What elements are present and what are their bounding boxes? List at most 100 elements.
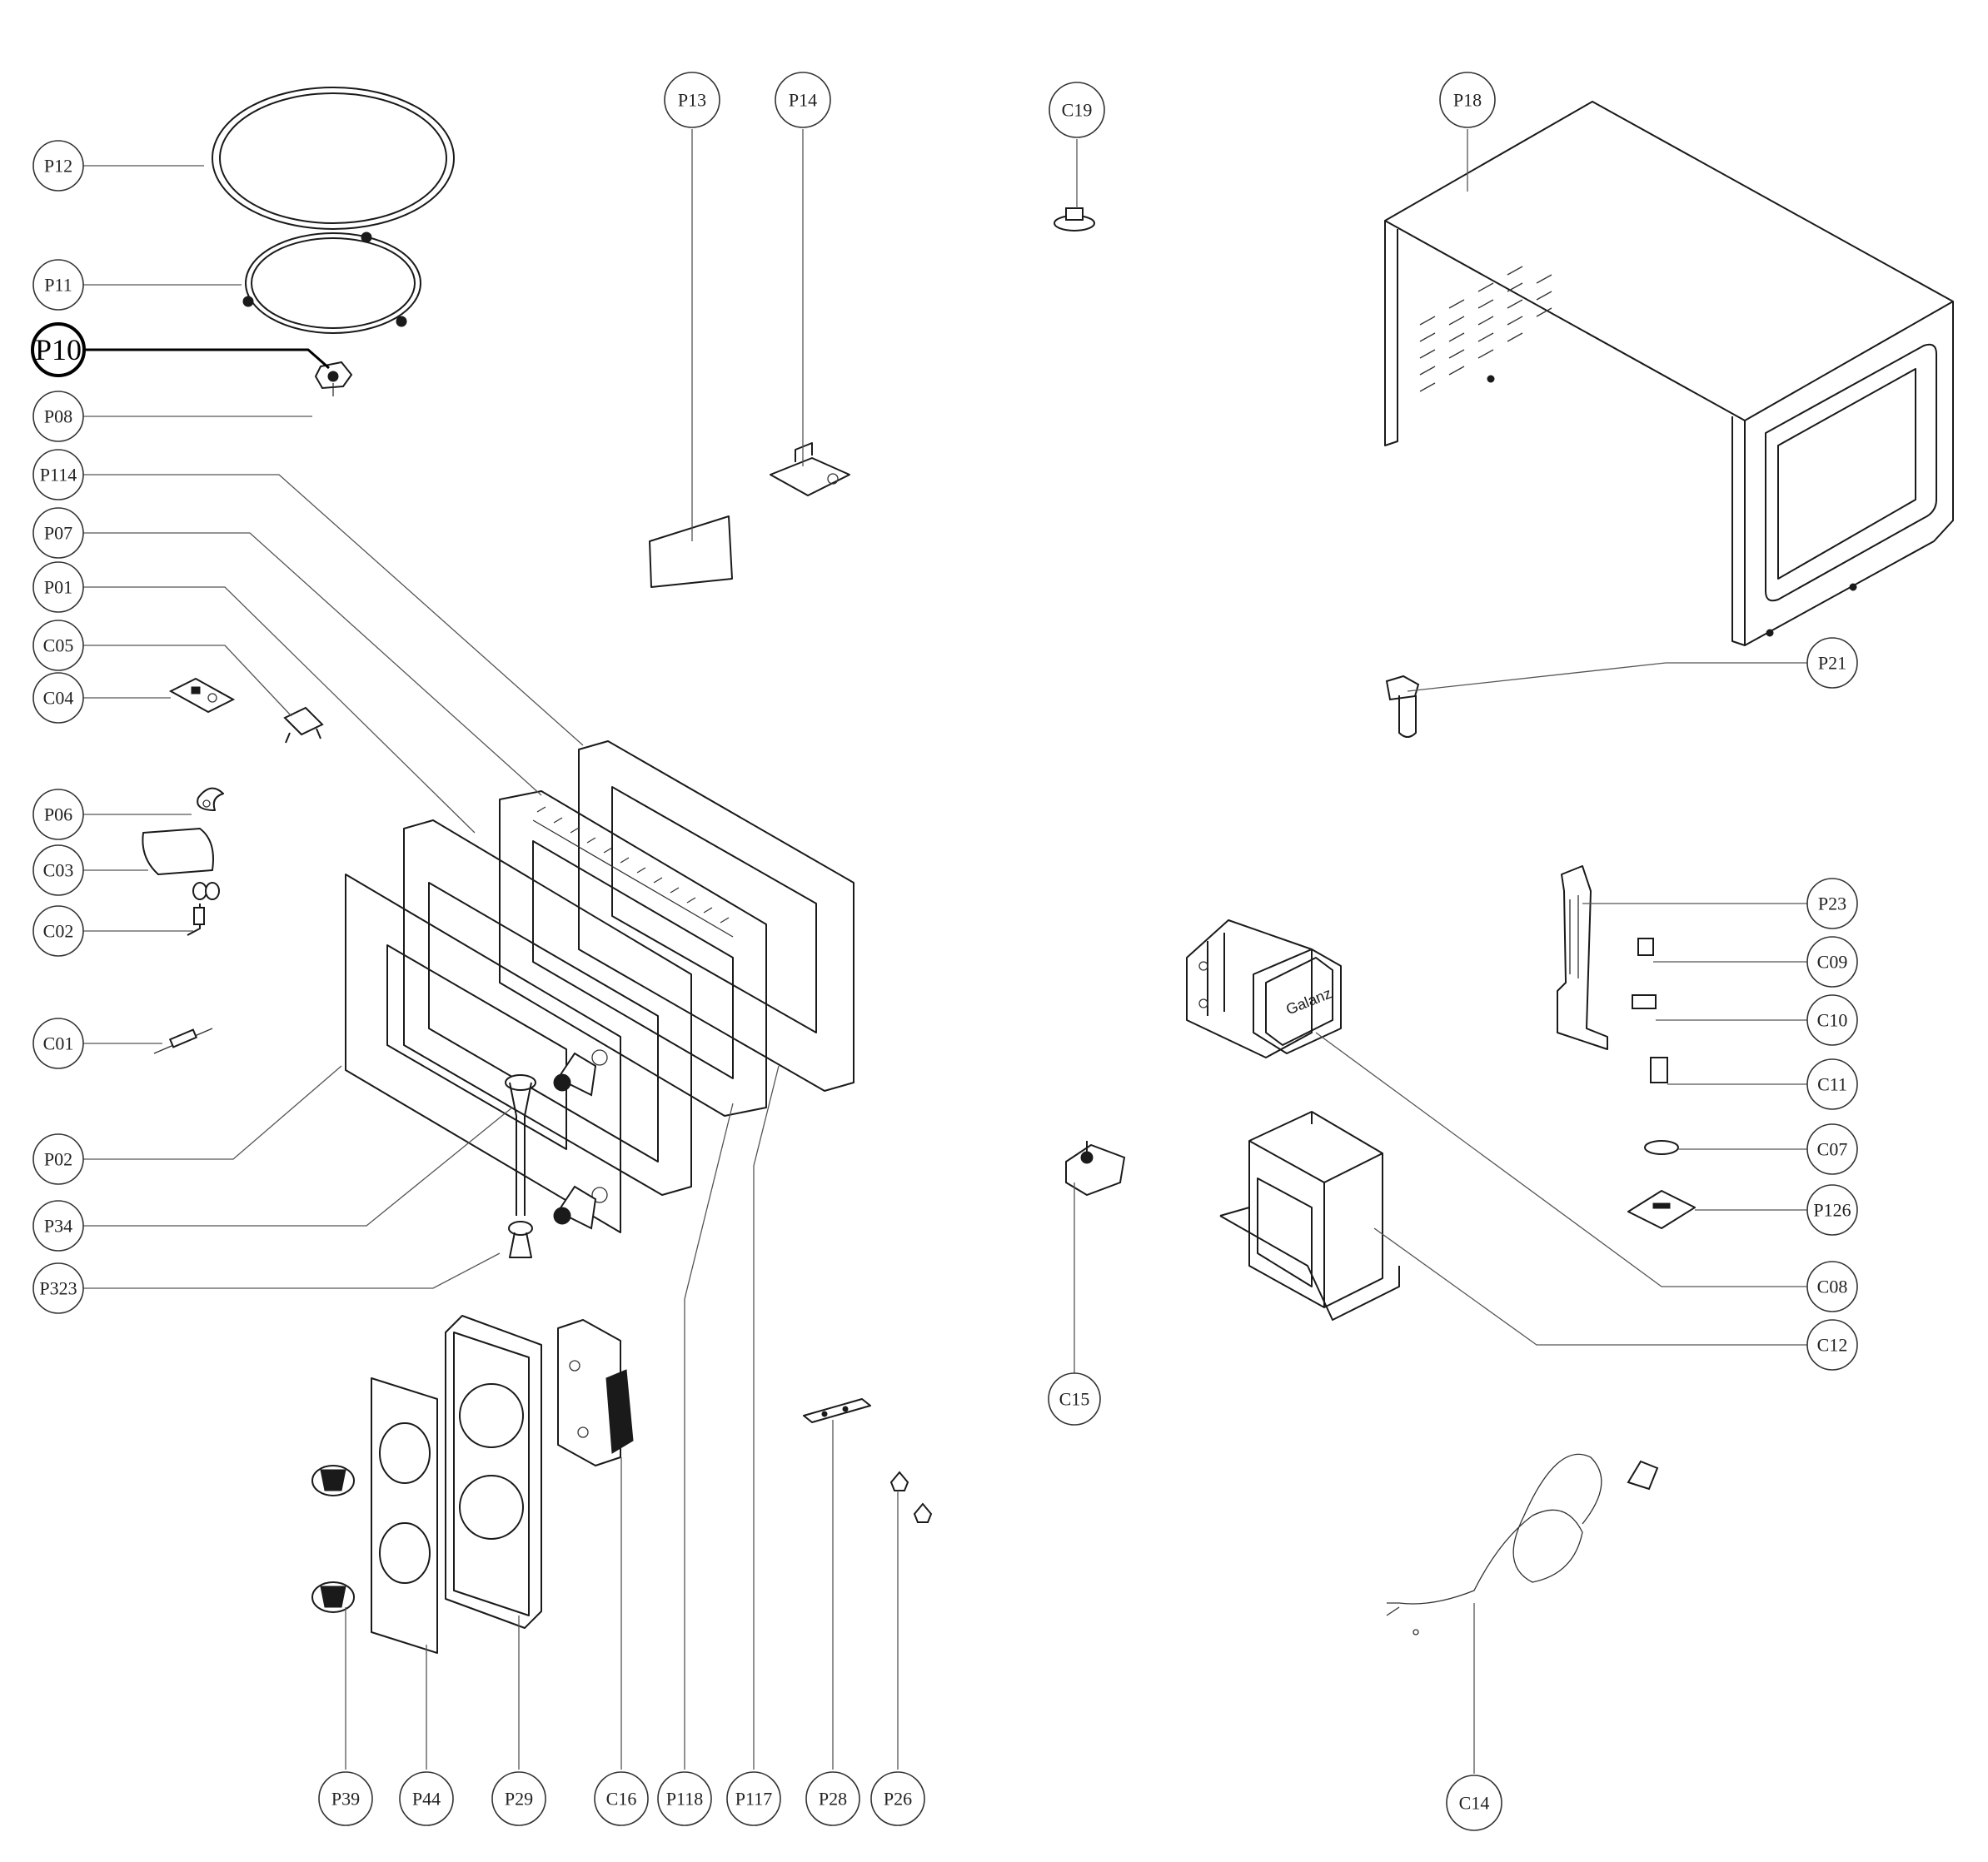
filter-board	[168, 677, 236, 714]
fuse	[153, 1028, 213, 1054]
door-handle	[505, 1052, 597, 1258]
callout-p18-label: P18	[1453, 90, 1482, 111]
callout-c09-label: C09	[1817, 952, 1848, 973]
interlock-switch-c10	[1632, 994, 1657, 1009]
control-panel	[445, 1315, 542, 1629]
callout-p21-label: P21	[1818, 653, 1846, 674]
control-knobs	[311, 1465, 355, 1613]
callout-p11-label: P11	[44, 275, 72, 296]
switch-plate	[1627, 1190, 1696, 1229]
door-bracket	[770, 442, 850, 496]
callout-p02-label: P02	[44, 1149, 72, 1170]
callout-p34-label: P34	[44, 1216, 72, 1237]
callout-p117-label: P117	[735, 1789, 772, 1810]
callout-p08-label: P08	[44, 406, 72, 427]
door-assembly	[345, 740, 854, 1233]
callout-p323-label: P323	[39, 1278, 77, 1299]
turntable-glass-tray	[212, 87, 455, 230]
mica-waveguide-cover	[649, 515, 733, 588]
callout-c16: C16	[594, 1771, 649, 1826]
callout-p14-label: P14	[789, 90, 817, 111]
outer-cabinet	[1384, 101, 1954, 646]
callout-c19-label: C19	[1062, 100, 1093, 121]
callout-c02-label: C02	[43, 921, 74, 942]
callout-p26: P26	[870, 1771, 925, 1826]
callout-c08-label: C08	[1817, 1277, 1848, 1297]
callout-p29-label: P29	[505, 1789, 533, 1810]
power-cord	[1386, 1453, 1659, 1635]
callout-p13: P13	[664, 72, 720, 128]
callout-p12-label: P12	[44, 156, 72, 177]
callout-c12: C12	[1806, 1319, 1858, 1371]
callout-c03: C03	[32, 844, 84, 896]
latch-hook	[1385, 675, 1420, 738]
callout-c14-label: C14	[1459, 1793, 1490, 1814]
callout-c11: C11	[1806, 1058, 1858, 1110]
callout-p118: P118	[657, 1771, 712, 1826]
callout-c10-label: C10	[1817, 1010, 1848, 1031]
callout-p114-label: P114	[40, 465, 77, 485]
callout-p11: P11	[32, 259, 84, 311]
callout-p26-label: P26	[884, 1789, 912, 1810]
control-panel-film	[371, 1377, 438, 1654]
callout-p06: P06	[32, 789, 84, 840]
callout-c09: C09	[1806, 936, 1858, 988]
hv-diode	[187, 904, 205, 936]
callout-p28-label: P28	[819, 1789, 847, 1810]
magnetron-brand-label: Galanz	[1283, 985, 1333, 1018]
latch-board	[1557, 865, 1608, 1050]
callout-p126: P126	[1806, 1184, 1858, 1236]
callout-p07: P07	[32, 507, 84, 559]
callout-c04-label: C04	[43, 688, 74, 709]
magnetron: Galanz	[1186, 919, 1342, 1058]
interlock-switch-c09	[1637, 938, 1654, 956]
callout-c16-label: C16	[606, 1789, 637, 1810]
callout-p39-label: P39	[331, 1789, 360, 1810]
callout-p12: P12	[32, 140, 84, 192]
callout-c19: C19	[1049, 82, 1105, 138]
callout-c15: C15	[1048, 1372, 1101, 1426]
callout-c15-label: C15	[1059, 1389, 1090, 1410]
callout-p21: P21	[1806, 637, 1858, 689]
callout-p114: P114	[32, 449, 84, 500]
callout-c07-label: C07	[1817, 1139, 1848, 1160]
callout-p01: P01	[32, 561, 84, 613]
thermal-cutout-c19	[1054, 207, 1095, 232]
interlock-switch-c11	[1650, 1057, 1668, 1083]
callout-c08: C08	[1806, 1261, 1858, 1312]
callout-p44: P44	[399, 1771, 454, 1826]
callout-p10: P10	[31, 322, 86, 377]
leader-lines	[83, 129, 1808, 1774]
fuse-holder	[283, 706, 324, 744]
callout-c02: C02	[32, 905, 84, 957]
callout-p02: P02	[32, 1133, 84, 1185]
fan-blade	[197, 787, 224, 811]
callout-c01-label: C01	[43, 1033, 74, 1054]
callout-c10: C10	[1806, 994, 1858, 1046]
callout-c07: C07	[1806, 1123, 1858, 1175]
callout-p10-label: P10	[35, 333, 82, 366]
callout-p18: P18	[1439, 72, 1496, 128]
turntable-motor	[1065, 1141, 1126, 1197]
callout-p323: P323	[32, 1262, 84, 1314]
callout-p14: P14	[775, 72, 831, 128]
callout-p23: P23	[1806, 878, 1858, 929]
callout-p117: P117	[726, 1771, 781, 1826]
callout-p13-label: P13	[678, 90, 706, 111]
thermal-cutout-c07	[1644, 1140, 1679, 1155]
callout-p29: P29	[491, 1771, 546, 1826]
callout-p07-label: P07	[44, 523, 72, 544]
hv-capacitor	[142, 828, 220, 900]
hinge-bracket	[803, 1398, 871, 1423]
callout-c14: C14	[1446, 1775, 1502, 1831]
callout-p23-label: P23	[1818, 894, 1846, 914]
callout-c01: C01	[32, 1018, 84, 1069]
timer	[557, 1319, 634, 1466]
hv-transformer	[1219, 1111, 1400, 1321]
callout-c05: C05	[32, 620, 84, 671]
callout-p34: P34	[32, 1200, 84, 1252]
callout-p44-label: P44	[412, 1789, 441, 1810]
callout-p08: P08	[32, 391, 84, 442]
turntable-coupler	[314, 361, 353, 396]
